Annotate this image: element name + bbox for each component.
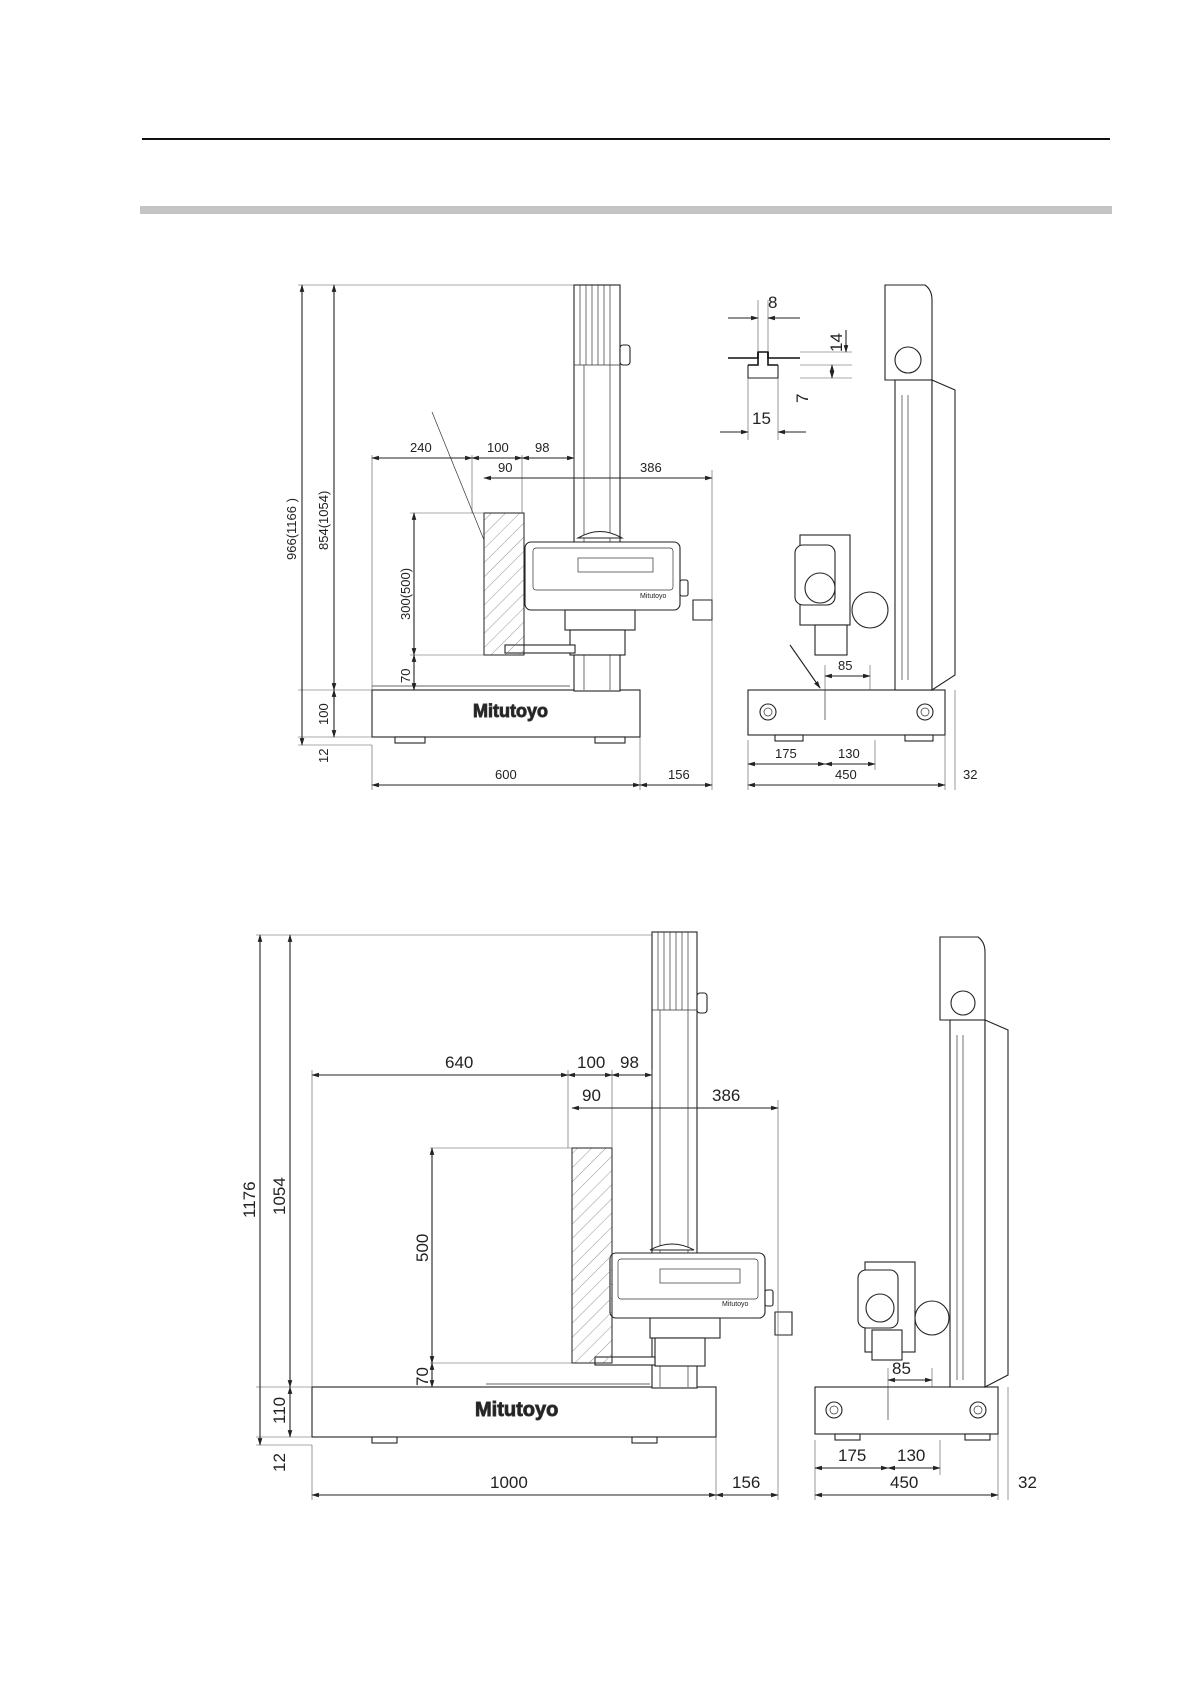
dim-450-small: 450 [835, 767, 857, 782]
dim-300: 300(500) [398, 568, 413, 620]
dim-70-small: 70 [398, 669, 413, 683]
dim-98-large: 98 [620, 1053, 639, 1072]
dim-130-small: 130 [838, 746, 860, 761]
dim-90-small: 90 [498, 460, 512, 475]
dim-slot-15: 15 [752, 409, 771, 428]
dim-12-small: 12 [316, 749, 331, 763]
dim-600: 600 [495, 767, 517, 782]
dim-70-large: 70 [413, 1367, 432, 1386]
dim-1176: 1176 [240, 1181, 259, 1218]
slot-detail: 8 14 7 15 [720, 293, 852, 440]
dim-640: 640 [445, 1053, 473, 1072]
dim-100-large-w: 100 [577, 1053, 605, 1072]
dim-slot-8: 8 [768, 293, 777, 312]
dim-386-small: 386 [640, 460, 662, 475]
dim-500: 500 [413, 1234, 432, 1262]
dim-32-small: 32 [963, 767, 977, 782]
dim-130-large: 130 [897, 1446, 925, 1465]
dim-90-large: 90 [582, 1086, 601, 1105]
dim-966: 966(1166 ) [284, 498, 299, 560]
dim-156-small: 156 [668, 767, 690, 782]
dim-386-large: 386 [712, 1086, 740, 1105]
dim-100-small-h: 100 [316, 703, 331, 725]
dim-12-large: 12 [270, 1453, 289, 1472]
dim-slot-14: 14 [827, 333, 846, 352]
dim-85-small: 85 [838, 658, 852, 673]
dim-1000: 1000 [490, 1473, 528, 1492]
dim-32-large: 32 [1018, 1473, 1037, 1492]
large-side-view: 85 175 130 450 32 [815, 937, 1037, 1500]
small-side-view: 85 175 130 450 32 [748, 285, 977, 790]
small-front-view: Mitutoyo Mitutoyo [372, 285, 712, 743]
large-front-view: Mitutoyo Mitutoyo [312, 932, 792, 1443]
dim-slot-7: 7 [793, 394, 812, 403]
dim-450-large: 450 [890, 1473, 918, 1492]
dim-85-large: 85 [892, 1359, 911, 1378]
svg-text:Mitutoyo: Mitutoyo [640, 593, 667, 600]
dim-240: 240 [410, 440, 432, 455]
section-bar [140, 206, 1112, 214]
dim-175-large: 175 [838, 1446, 866, 1465]
dim-98-small: 98 [535, 440, 549, 455]
dim-100-small-w: 100 [487, 440, 509, 455]
large-front-logo: Mitutoyo [475, 1399, 558, 1421]
svg-text:Mitutoyo: Mitutoyo [722, 1301, 749, 1308]
dim-156-large: 156 [732, 1473, 760, 1492]
dim-175-small: 175 [775, 746, 797, 761]
small-front-logo: Mitutoyo [473, 701, 548, 721]
dim-1054: 1054 [270, 1177, 289, 1215]
dim-110: 110 [270, 1397, 289, 1424]
dim-854: 854(1054) [316, 491, 331, 550]
